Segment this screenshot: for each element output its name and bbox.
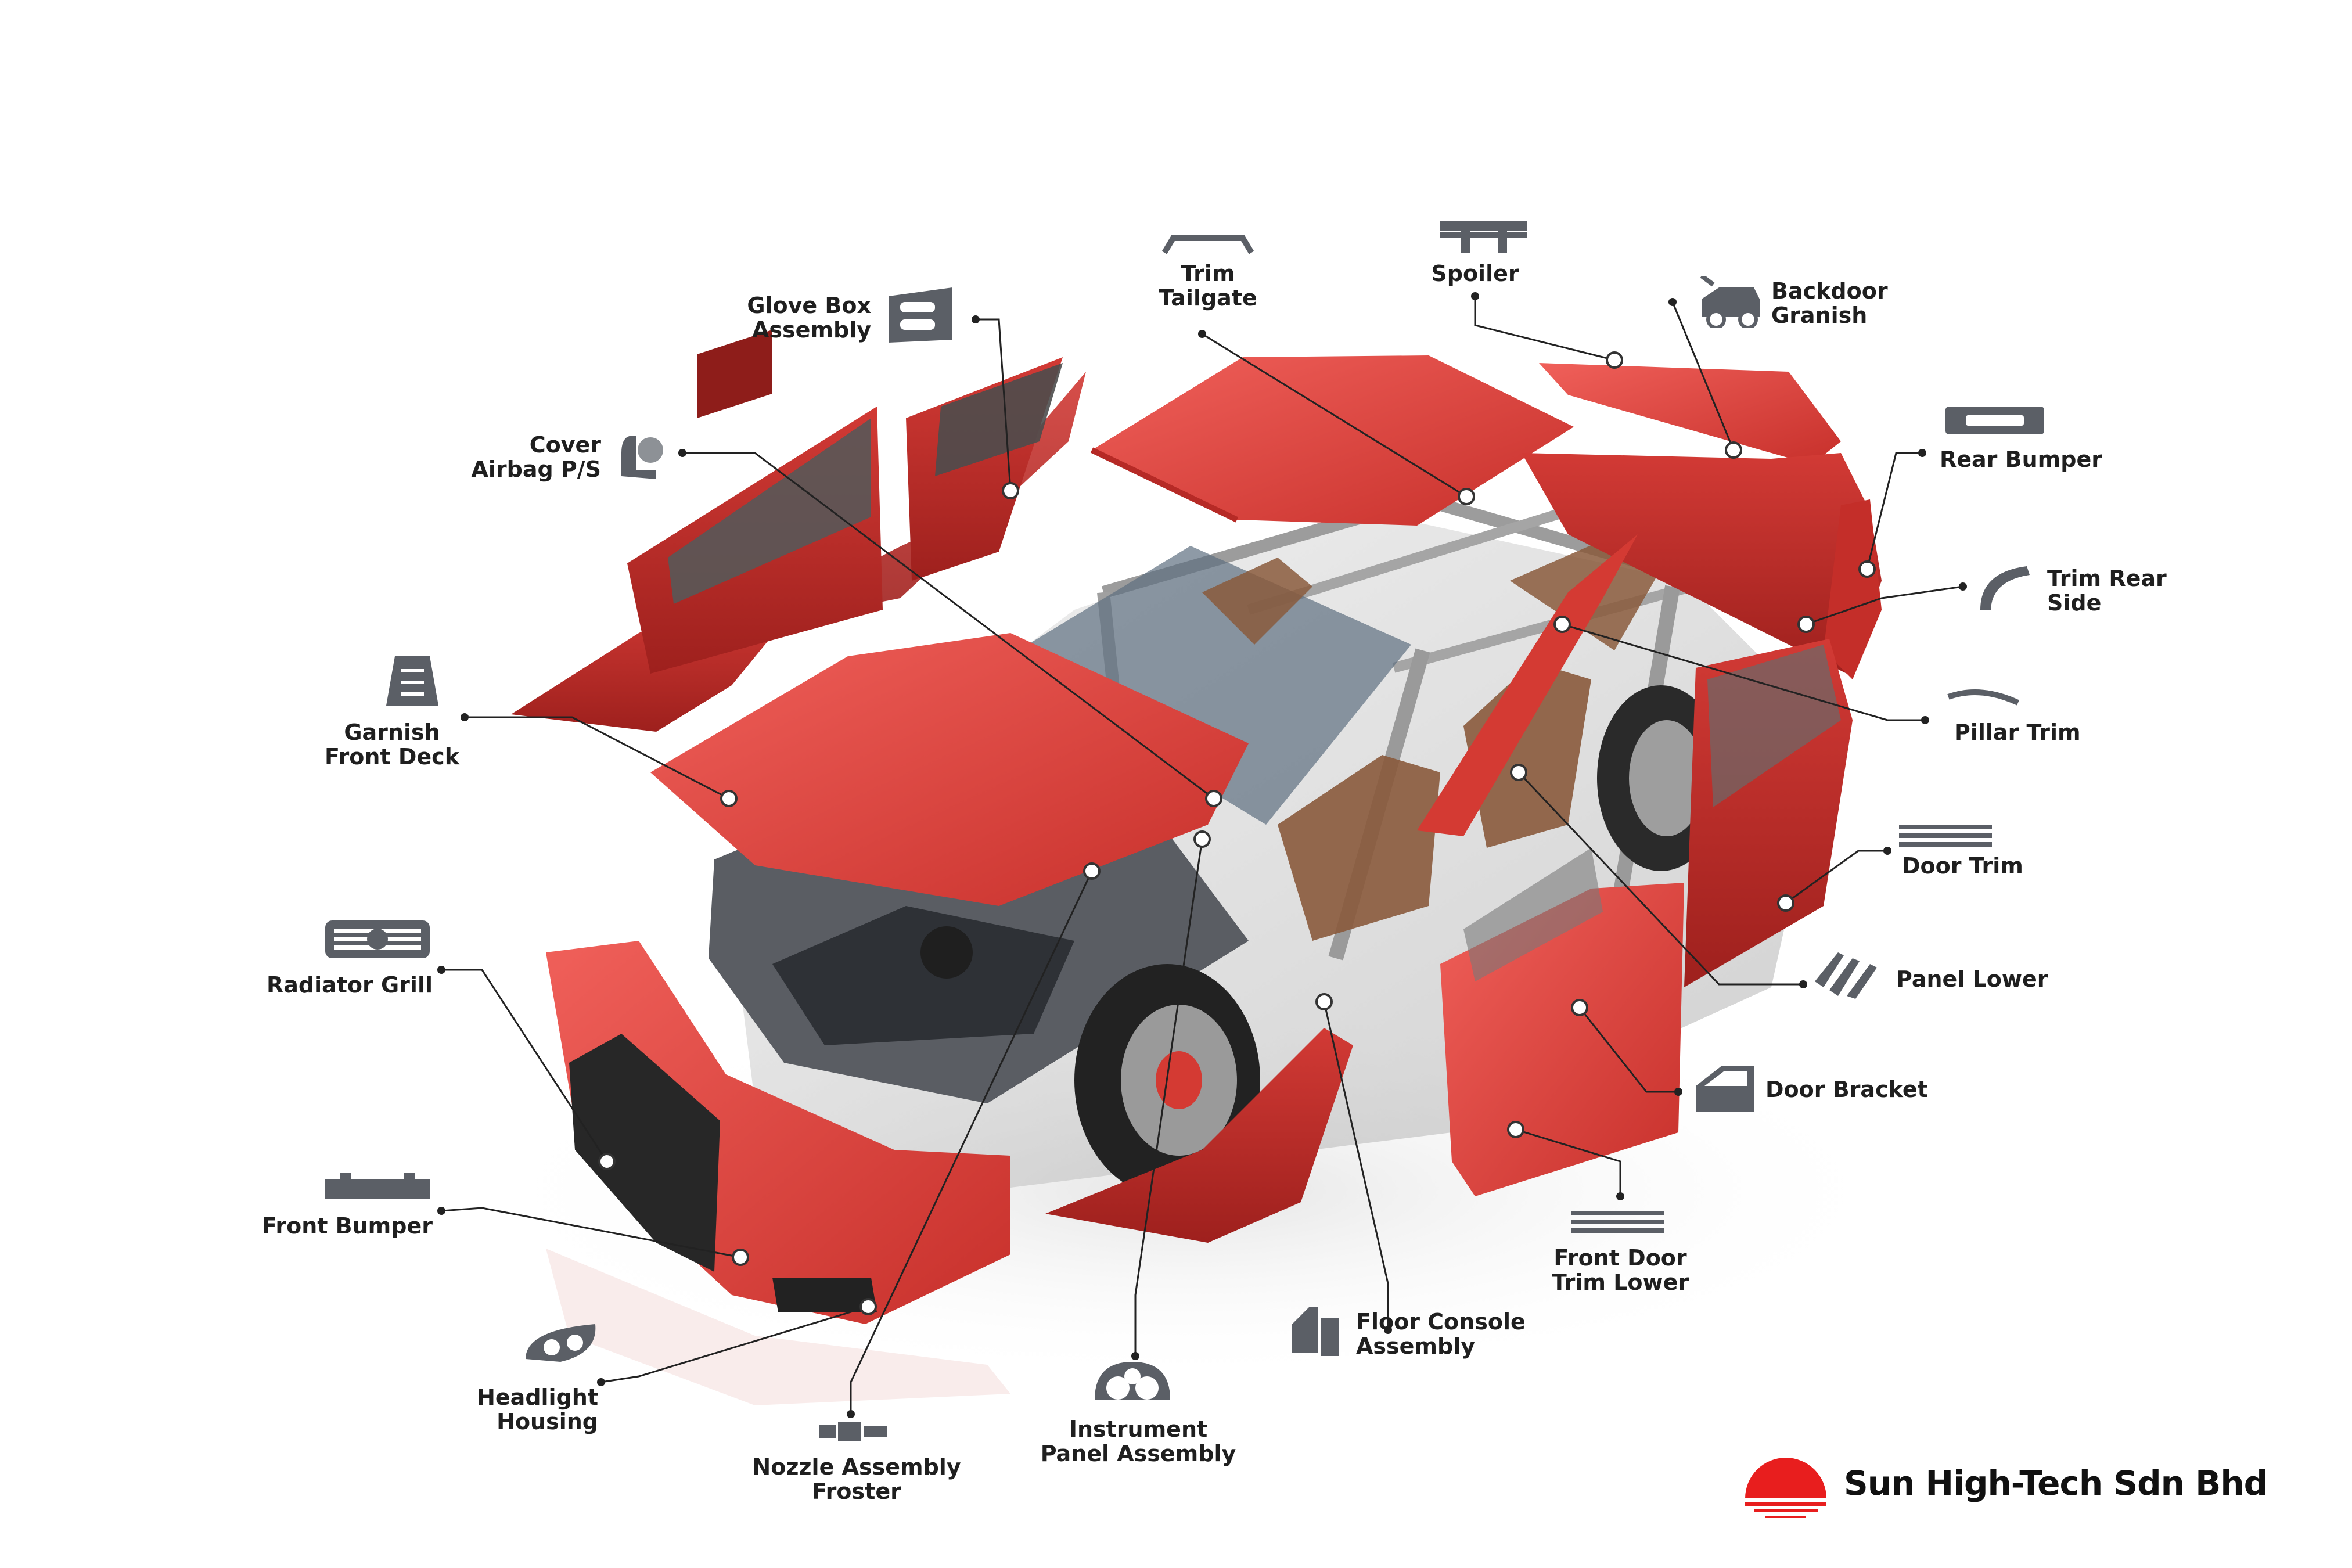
rear-left-door	[906, 357, 1063, 581]
leader-radiator-grill	[441, 969, 608, 1162]
windshield	[999, 546, 1411, 825]
label-front-door-trim-lower: Front Door Trim Lower	[1551, 1245, 1689, 1295]
sun-logo	[1745, 1458, 1826, 1518]
front-deck-icon	[386, 656, 438, 706]
rear-bumper-panel	[1824, 499, 1882, 679]
label-headlight-housing: Headlight Housing	[477, 1384, 598, 1434]
floor-reflection	[546, 1249, 1010, 1405]
front-door-trim-icon	[1571, 1211, 1664, 1233]
door-bracket-icon	[1696, 1066, 1754, 1112]
leader-cover-airbag	[682, 452, 1214, 800]
leader-floor-console	[1323, 1001, 1389, 1330]
right-fender	[1045, 1028, 1353, 1243]
label-door-bracket: Door Bracket	[1765, 1077, 1928, 1102]
seat-airbag-icon	[621, 436, 663, 479]
front-bumper-part	[546, 941, 1010, 1324]
leader-front-bumper	[441, 1207, 741, 1258]
trunk-lid	[1522, 363, 1882, 674]
floor-console-icon	[1292, 1307, 1339, 1356]
leader-door-bracket	[1578, 1007, 1678, 1093]
right-rear-door	[1684, 639, 1853, 987]
front-bumper-icon	[325, 1173, 430, 1199]
leader-backdoor	[1671, 301, 1735, 451]
label-instrument-panel: Instrument Panel Assembly	[1040, 1416, 1236, 1466]
rear-bumper-icon	[1945, 407, 2044, 434]
hood-panel	[650, 633, 1249, 906]
spoiler-icon	[1440, 221, 1527, 253]
label-glove-box: Glove Box Assembly	[747, 293, 871, 343]
leader-end-markers	[598, 351, 1876, 1315]
door-trim-icon	[1899, 825, 1992, 847]
front-left-door	[627, 329, 883, 674]
leader-headlight	[600, 1306, 869, 1383]
label-spoiler: Spoiler	[1431, 261, 1519, 286]
leader-glove-box	[976, 318, 1012, 491]
nozzle-icon	[819, 1422, 887, 1441]
trim-tailgate-icon	[1161, 235, 1254, 254]
panel-lower-icon	[1815, 952, 1877, 999]
leader-spoiler	[1474, 296, 1615, 361]
glove-box-icon	[889, 287, 952, 343]
right-front-door	[1440, 848, 1684, 1196]
pillar-trim-icon	[1947, 689, 2020, 706]
leader-trim-rear-side	[1806, 585, 1963, 625]
label-rear-bumper: Rear Bumper	[1940, 447, 2102, 472]
leader-instrument-panel	[1134, 839, 1203, 1356]
leader-front-door-trim	[1515, 1128, 1621, 1196]
gauge-icon	[1095, 1362, 1170, 1400]
trim-rear-side-icon	[1980, 566, 2030, 610]
label-front-bumper: Front Bumper	[261, 1213, 433, 1239]
label-panel-lower: Panel Lower	[1896, 966, 2048, 992]
leader-pillar-trim	[1562, 623, 1925, 721]
brand-name: Sun High-Tech Sdn Bhd	[1844, 1463, 2268, 1503]
label-door-trim: Door Trim	[1902, 853, 2023, 879]
label-radiator-grill: Radiator Grill	[266, 972, 433, 998]
leader-door-trim	[1785, 850, 1887, 904]
headlight-icon	[526, 1324, 596, 1362]
leader-panel-lower	[1517, 771, 1803, 986]
roof-panel	[1092, 355, 1574, 526]
leader-nozzle	[850, 871, 1093, 1414]
label-nozzle-assembly: Nozzle Assembly Froster	[752, 1454, 961, 1504]
label-cover-airbag: Cover Airbag P/S	[471, 432, 601, 482]
a-pillar	[1417, 534, 1638, 836]
leader-lines	[441, 296, 1963, 1414]
label-garnish-front-deck: Garnish Front Deck	[325, 720, 459, 769]
label-trim-rear-side: Trim Rear Side	[2047, 566, 2167, 616]
leader-trim-tailgate	[1202, 333, 1467, 498]
label-pillar-trim: Pillar Trim	[1954, 720, 2081, 745]
label-trim-tailgate: Trim Tailgate	[1159, 261, 1257, 311]
leader-start-dots	[437, 292, 1967, 1418]
label-backdoor-granish: Backdoor Granish	[1771, 278, 1888, 328]
label-floor-console: Floor Console Assembly	[1356, 1309, 1526, 1359]
leader-garnish-front-deck	[465, 716, 729, 800]
radiator-grill-icon	[325, 920, 430, 958]
backdoor-icon	[1700, 276, 1760, 328]
leader-rear-bumper	[1866, 452, 1922, 570]
